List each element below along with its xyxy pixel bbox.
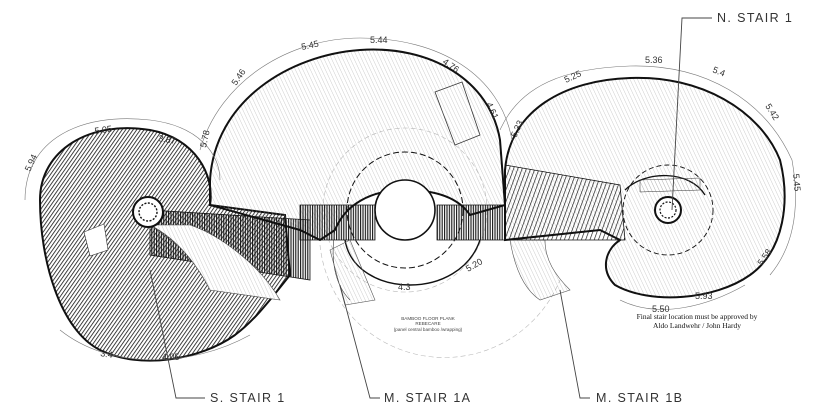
label-m-stair-b: M. STAIR 1B: [596, 391, 683, 405]
dim-mid-3: 5.44: [370, 35, 388, 45]
dim-right-3: 5.4: [711, 65, 726, 79]
dim-mid-1: 5.46: [229, 67, 247, 87]
label-n-stair: N. STAIR 1: [717, 11, 793, 25]
material-note-line-1: BAMBOO FLOOR PLANK: [401, 316, 455, 321]
dim-left-5: 4.05: [162, 352, 180, 362]
dim-right-2: 5.36: [645, 55, 663, 65]
label-s-stair: S. STAIR 1: [210, 391, 286, 405]
material-note-line-2: REBECARE: [415, 321, 441, 327]
approval-note: Final stair location must be approved by…: [597, 312, 797, 330]
leader-lines: [149, 17, 712, 399]
dim-mid-6: 5.78: [198, 129, 211, 148]
dim-right-5: 5.45: [791, 173, 802, 191]
dim-mid-8: 5.20: [464, 256, 484, 273]
material-note-line-3: (panel central bamboo /wrapping): [393, 326, 463, 332]
dim-left-2: 3.87: [158, 133, 177, 146]
dim-left-4: 3.4: [100, 348, 114, 360]
dim-mid-9: 4.3: [398, 282, 411, 292]
dim-right-4: 5.42: [763, 102, 781, 122]
approval-note-line-1: Final stair location must be approved by: [636, 312, 758, 321]
left-stair: [38, 127, 311, 362]
approval-note-line-2: Aldo Landwehr / John Hardy: [653, 321, 741, 330]
dim-right-1: 5.25: [563, 68, 583, 84]
material-note: BAMBOO FLOOR PLANK REBECARE (panel centr…: [380, 316, 476, 332]
dim-mid-2: 5.45: [300, 39, 319, 52]
middle-stair: [209, 48, 571, 306]
right-stair: [504, 76, 786, 299]
dim-left-3: 5.94: [23, 153, 39, 173]
dim-right-7: 5.93: [695, 291, 713, 301]
label-m-stair-a: M. STAIR 1A: [384, 391, 471, 405]
dim-left-1: 5.05: [94, 124, 113, 136]
dim-right-8: 5.50: [652, 304, 670, 314]
